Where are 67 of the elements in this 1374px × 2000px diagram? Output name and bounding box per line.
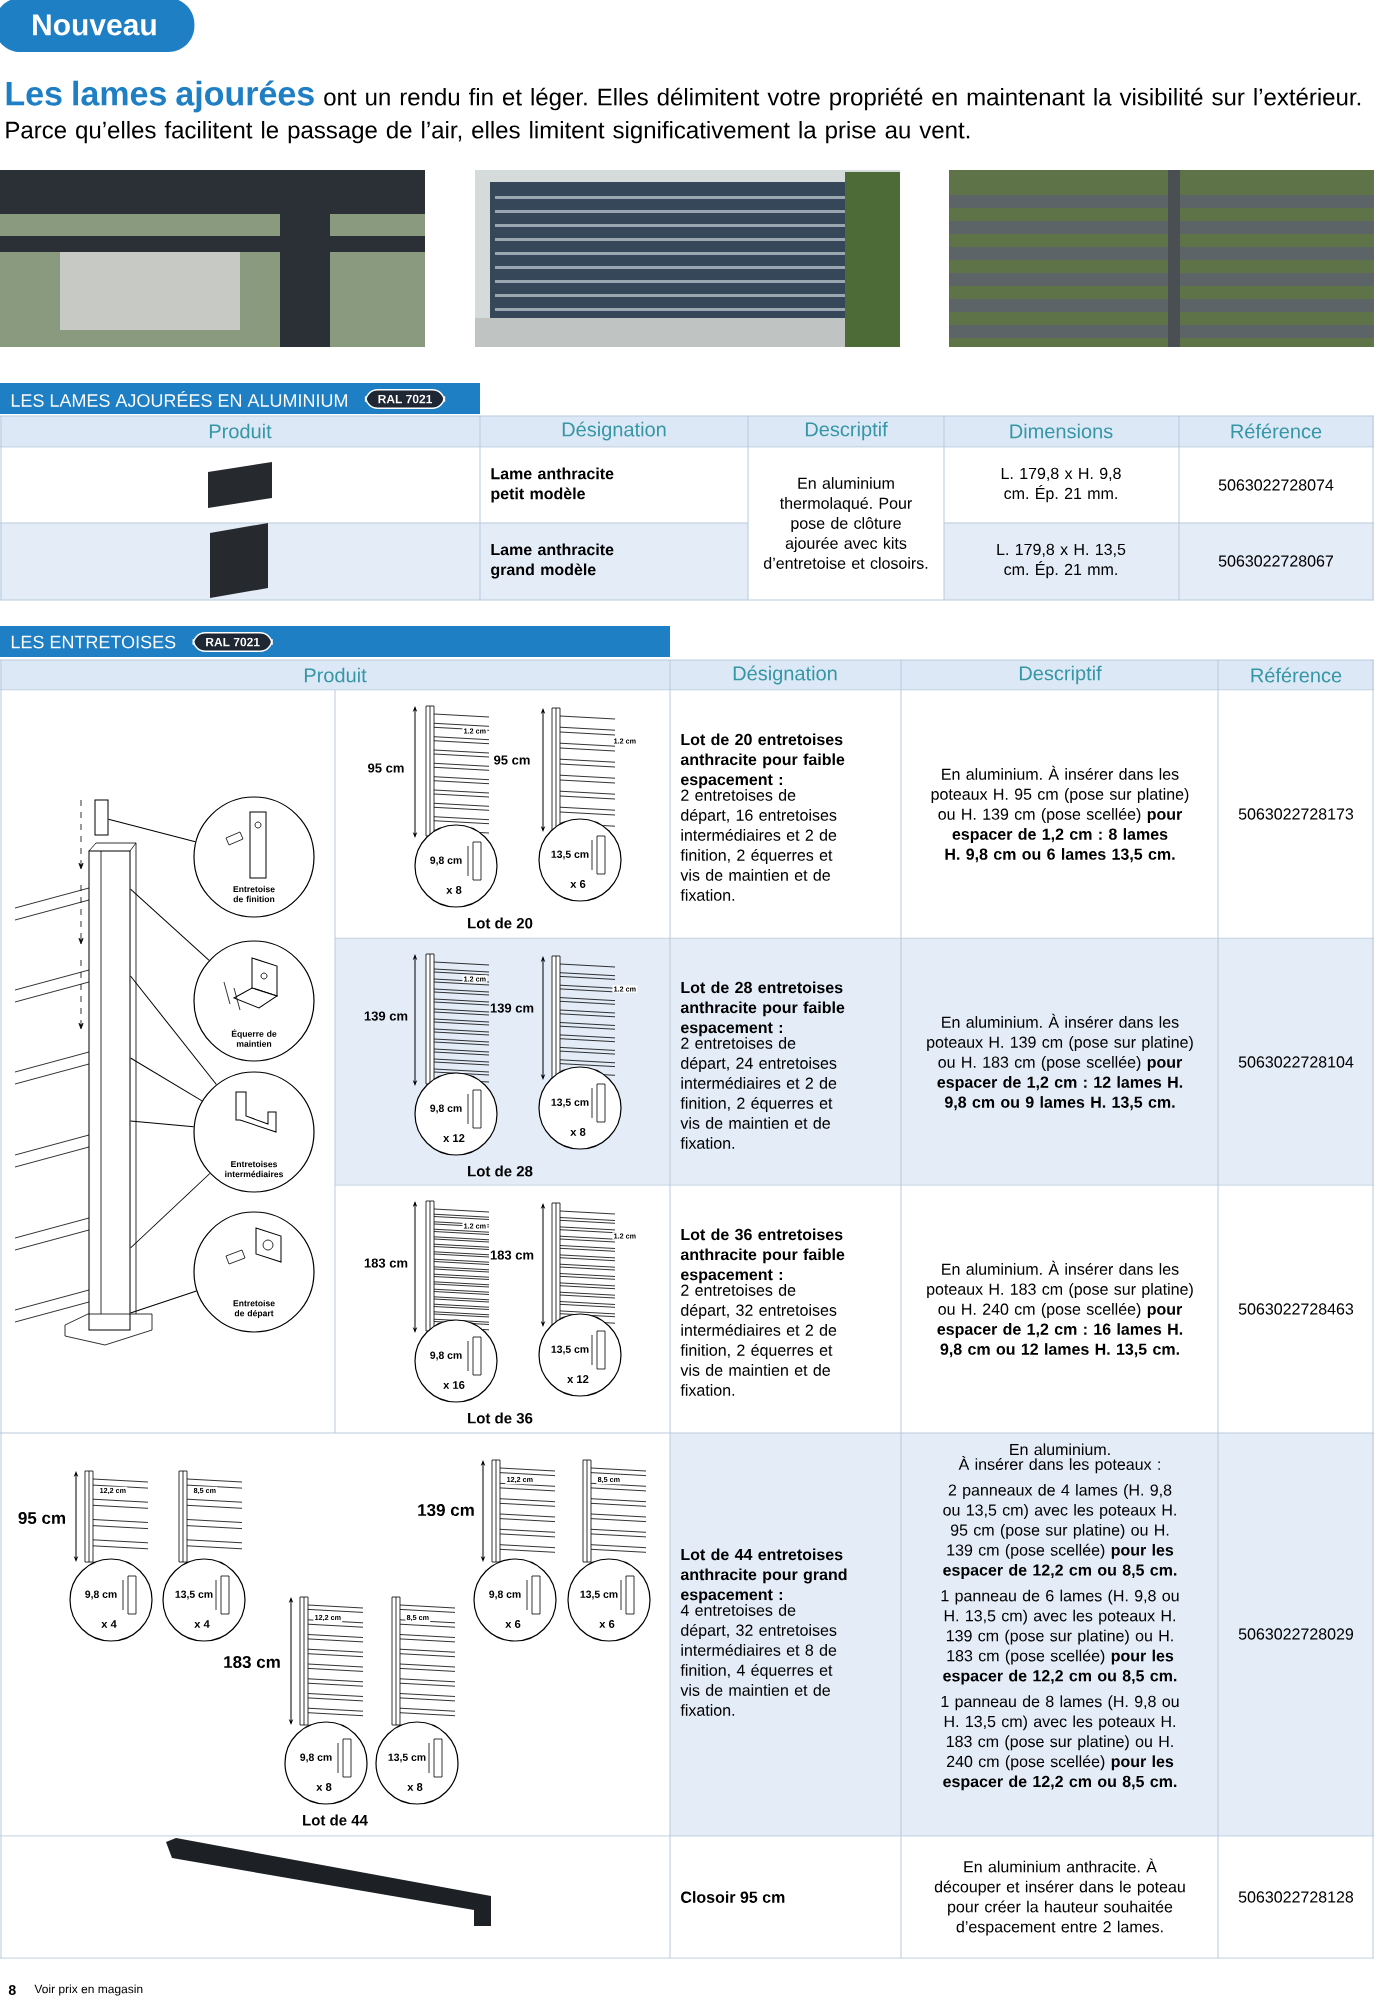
product-name: Lot de 44 entretoises anthracite pour grand espacement : [680,1548,847,1604]
reference-number: 5063022728128 [1238,1891,1354,1903]
leader-line [130,1290,197,1314]
product-description: 2 entretoises de départ, 24 entretoises intermédiaires et 2 de finition, 2 équerres et vis de maintien et de fixation. [680,1037,837,1149]
lot-caption: Lot de 28 [468,1165,533,1177]
reference-number: 5063022728074 [1218,479,1334,491]
column-header: Désignation [733,665,837,685]
dimension-text: 183 cm [490,1250,534,1260]
lot-caption: Lot de 20 [468,917,533,929]
leader-line [130,1120,195,1128]
dimensions-text: L. 179,8 x H. 9,8 cm. Ép. 21 mm. [1001,467,1121,503]
product-description: À insérer dans les poteaux : [958,1455,1160,1474]
leader-line [108,818,196,843]
column-header: Référence [1251,667,1342,683]
product-description: 2 panneaux de 4 lames (H. 9,8 ou 13,5 cm) avec les poteaux H. 95 cm (pose sur platine) ou H. 139 cm (pose scellée) pour les espacer de 12,2 cm ou 8,5 cm. [943,1483,1177,1579]
spacer-piece [94,799,109,836]
reference-number: 5063022728173 [1238,808,1354,820]
product-description: En aluminium. [1010,1443,1110,1456]
color-code-badge: RAL 7021 [364,388,446,410]
product-description: 1 panneau de 6 lames (H. 9,8 ou H. 13,5 cm) avec les poteaux H. 139 cm (pose sur platine) ou H. 183 cm (pose scellée) pour les espacer de 12,2 cm ou 8,5 cm. [941,1589,1179,1685]
reference-number: 5063022728104 [1238,1056,1354,1068]
product-description: En aluminium. À insérer dans les poteaux H. 95 cm (pose sur platine) ou H. 139 cm (pose scellée) pour espacer de 1,2 cm : 8 lames H. 9,8 cm ou 6 lames 13,5 cm. [931,765,1189,863]
product-description: En aluminium anthracite. À découper et insérer dans le poteau pour créer la hauteur souhaitée d’espacement entre 2 lames. [934,1858,1185,1936]
intro-paragraph: Les lames ajourées ont un rendu fin et léger. Elles délimitent votre propriété en maintenant la visibilité sur l’extérieur. Parce qu’elles facilitent le passage de l’air, elles limitent significativement la prise au vent. [6,80,1361,144]
reference-number: 5063022728067 [1218,555,1333,567]
product-name: Lot de 20 entretoises anthracite pour faible espacement : [680,733,845,789]
product-description: En aluminium. À insérer dans les poteaux H. 183 cm (pose sur platine) ou H. 240 cm (pose scellée) pour espacer de 1,2 cm : 16 lames H. 9,8 cm ou 12 lames H. 13,5 cm. [927,1260,1193,1358]
column-header: Produit [304,667,367,683]
dimension-text: 183 cm [364,1258,408,1268]
leader-line [130,975,217,1085]
product-name: Closoir 95 cm [681,1891,785,1903]
lot-caption: Lot de 44 [303,1814,368,1826]
leader-line [130,1173,211,1249]
dimensions-text: L. 179,8 x H. 13,5 cm. Ép. 21 mm. [997,543,1126,579]
page-number: 8 [8,1985,16,1995]
dimension-text: 139 cm [418,1504,474,1517]
dimension-text: 95 cm [18,1512,65,1524]
dimension-text: 139 cm [490,1003,534,1013]
column-header: Descriptif [805,421,888,441]
reference-number: 5063022728029 [1238,1628,1354,1640]
color-code-badge: RAL 7021 [192,631,273,653]
column-header: Désignation [562,421,666,441]
product-name: Lot de 36 entretoises anthracite pour faible espacement : [680,1228,845,1284]
product-name: Lot de 28 entretoises anthracite pour faible espacement : [680,981,845,1037]
product-description: En aluminium thermolaqué. Pour pose de clôture ajourée avec kits d’entretoise et closoirs. [763,477,928,569]
dimension-text: 139 cm [364,1011,408,1021]
dimension-text: 95 cm [368,763,404,773]
column-header: Référence [1231,423,1322,439]
post [88,850,131,1331]
column-header: Produit [209,423,272,439]
footer-text: Voir prix en magasin [34,1984,143,1996]
product-description: 4 entretoises de départ, 32 entretoises intermédiaires et 8 de finition, 4 équerres et vis de maintien et de fixation. [680,1604,837,1716]
column-header: Descriptif [1019,665,1102,685]
lot-caption: Lot de 36 [468,1412,533,1424]
new-badge: Nouveau [0,0,195,52]
product-name: Lame anthracite petit modèle [491,467,614,503]
leader-line [130,888,210,961]
product-description: 2 entretoises de départ, 32 entretoises intermédiaires et 2 de finition, 2 équerres et vis de maintien et de fixation. [680,1284,837,1396]
product-description: 2 entretoises de départ, 16 entretoises intermédiaires et 2 de finition, 2 équerres et vis de maintien et de fixation. [680,789,837,901]
column-header: Dimensions [1010,423,1113,439]
product-name: Lame anthracite grand modèle [491,543,614,579]
dimension-text: 95 cm [494,755,530,765]
product-description: En aluminium. À insérer dans les poteaux H. 139 cm (pose sur platine) ou H. 183 cm (pose scellée) pour espacer de 1,2 cm : 12 lames H. 9,8 cm ou 9 lames H. 13,5 cm. [927,1013,1193,1111]
product-description: 1 panneau de 8 lames (H. 9,8 ou H. 13,5 cm) avec les poteaux H. 183 cm (pose sur platine) ou H. 240 cm (pose scellée) pour les espacer de 12,2 cm ou 8,5 cm. [941,1695,1179,1791]
dimension-text: 183 cm [224,1656,280,1669]
reference-number: 5063022728463 [1238,1303,1354,1315]
leader-line [130,1057,203,1102]
